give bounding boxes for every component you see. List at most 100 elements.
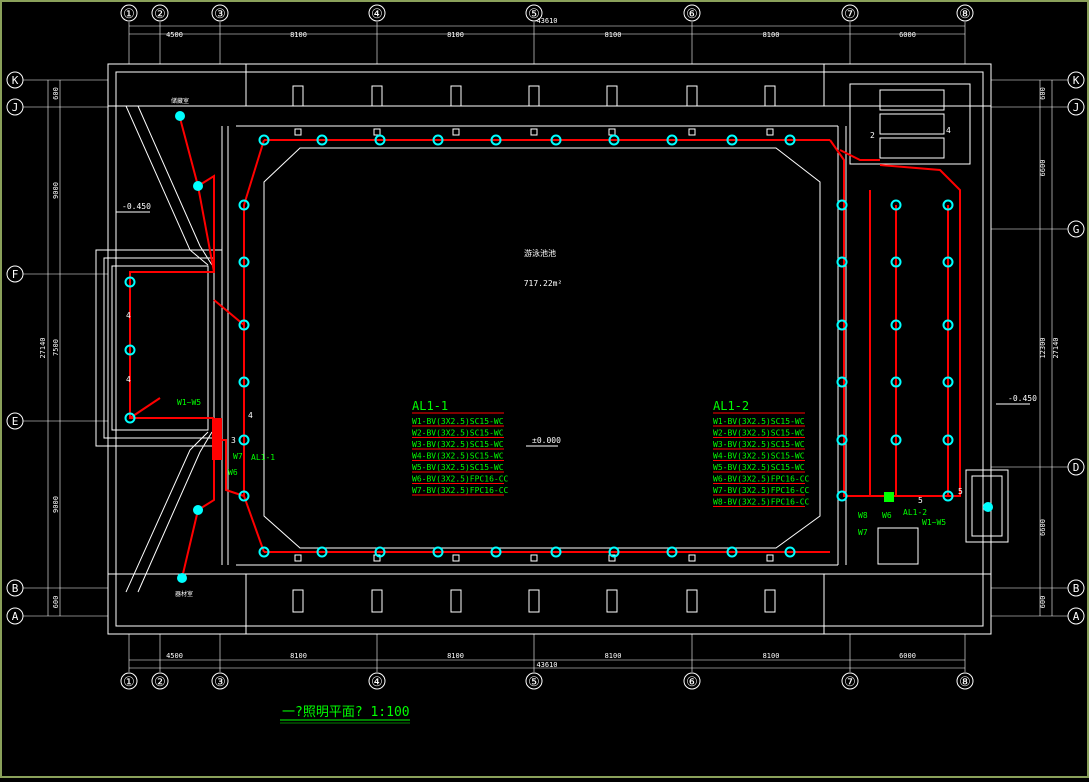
dimension-right: 12300 [1039,337,1047,358]
light-fixture [124,344,136,356]
dimension-right: 6600 [1039,519,1047,536]
light-fixture-filled [175,111,185,121]
light-fixture [258,546,270,558]
light-fixture [608,546,620,558]
light-fixture [374,134,386,146]
window-mark-bottom [686,589,698,613]
row-axis-label-left: E [12,415,19,428]
light-fixture [550,546,562,558]
column-axis-bubble [525,672,543,690]
dimension-left: 7500 [52,339,60,356]
window-mark-bottom [371,589,383,613]
circuit-line: W3-BV(3X2.5)SC15-WC [412,440,504,449]
light-fixture [942,434,954,446]
dimension-bottom-total: 43610 [536,661,557,669]
dimension-bottom: 8100 [290,652,307,660]
light-fixture [258,134,270,146]
light-fixture [942,319,954,331]
dimension-top: 8100 [605,31,622,39]
light-fixture [432,546,444,558]
column-axis-label: ⑤ [528,675,540,690]
column-mark-top [766,128,774,136]
light-fixture [432,134,444,146]
building-walls [95,63,1009,635]
tag-left-w6: W6 [228,468,238,477]
pool-outline [263,147,821,549]
window-mark-top [450,85,462,107]
column-mark-bottom [688,554,696,562]
column-axis-bubble [211,4,229,22]
light-fixture [726,134,738,146]
light-fixture [238,434,250,446]
circuit-line: W6-BV(3X2.5)FPC16-CC [412,475,509,484]
row-axis-label-right: A [1073,610,1080,623]
circuit-line: W1-BV(3X2.5)SC15-WC [412,417,504,426]
window-mark-bottom [450,589,462,613]
column-mark-bottom [452,554,460,562]
tag-right-2: 2 [870,131,875,140]
tag-right-w8: W8 [858,511,868,520]
dimension-top: 4500 [166,31,183,39]
column-mark-top [373,128,381,136]
light-fixture [942,256,954,268]
circuit-line: W4-BV(3X2.5)SC15-WC [412,452,504,461]
column-axis-bubble [841,4,859,22]
window-mark-bottom [292,589,304,613]
tag-left-panel: AL1-1 [251,453,275,462]
light-fixture [666,134,678,146]
circuit-line: W4-BV(3X2.5)SC15-WC [713,452,805,461]
tag-left-4c: 4 [126,375,131,384]
dimension-top: 6000 [899,31,916,39]
column-axis-label: ④ [371,7,383,22]
light-fixture [890,319,902,331]
light-fixture [836,256,848,268]
light-fixture [238,199,250,211]
circuit-line: W2-BV(3X2.5)SC15-WC [713,429,805,438]
dimension-left: 600 [52,596,60,609]
column-axis-label: ⑤ [528,7,540,22]
row-axis-label-left: K [12,74,19,87]
window-mark-top [292,85,304,107]
drawing-title: 一?照明平面? 1:100 [282,705,410,720]
dimension-top: 8100 [290,31,307,39]
tag-right-4: 4 [946,126,951,135]
level-center: ±0.000 [532,436,561,445]
column-axis-label: ② [154,7,166,22]
light-fixture-filled [177,573,187,583]
pool-area: 717.22m² [524,279,563,288]
tag-right-5: 5 [918,496,923,505]
panel-box-al1-1 [212,418,222,460]
window-mark-top [686,85,698,107]
row-axis-label-right: G [1073,223,1080,236]
circuit-legend-al1-2: AL1-2W1-BV(3X2.5)SC15-WCW2-BV(3X2.5)SC15… [713,399,810,507]
light-fixture [836,199,848,211]
light-fixture [238,376,250,388]
row-axis-label-left: J [12,101,19,114]
circuit-line: W6-BV(3X2.5)FPC16-CC [713,475,810,484]
column-axis-label: ⑥ [686,675,698,690]
column-axis-label: ① [123,675,135,690]
window-mark-top [606,85,618,107]
panel-title: AL1-2 [713,399,749,413]
column-axis-label: ⑧ [959,675,971,690]
dimension-left: 600 [52,87,60,100]
light-fixture [726,546,738,558]
circuit-line: W7-BV(3X2.5)FPC16-CC [412,486,509,495]
panel-box-al1-2 [884,492,894,502]
circuit-line: W5-BV(3X2.5)SC15-WC [412,463,504,472]
light-fixture [490,546,502,558]
column-axis-bubble [956,4,974,22]
light-fixture-filled [193,505,203,515]
circuit-line: W3-BV(3X2.5)SC15-WC [713,440,805,449]
panel-title: AL1-1 [412,399,448,413]
row-axis-label-left: F [12,268,19,281]
tag-left-w7: W7 [233,452,243,461]
window-mark-top [371,85,383,107]
dimension-right: 600 [1039,596,1047,609]
dimension-top: 8100 [763,31,780,39]
row-axis-label-right: J [1073,101,1080,114]
column-axis-bubble [211,672,229,690]
column-axis-label: ③ [214,7,226,22]
light-fixture [238,319,250,331]
window-mark-bottom [764,589,776,613]
